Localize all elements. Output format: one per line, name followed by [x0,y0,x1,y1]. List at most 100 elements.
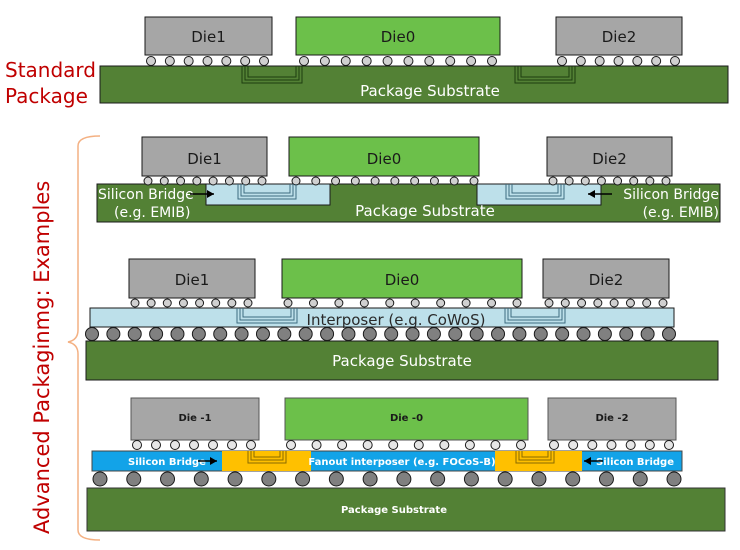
microbump [410,298,420,308]
fanout-interposer-label: Fanout interposer (e.g. FOCoS-B) [308,457,495,468]
interposer-routing [239,308,295,321]
microbump [311,176,321,186]
microbump [227,298,237,308]
die-label: Die -1 [178,413,211,424]
microbump [221,56,232,66]
c4-bump [662,327,676,341]
c4-bump [512,327,527,341]
bridge-routing [247,451,287,464]
microbump [241,176,251,186]
microbump [208,176,218,186]
microbump [587,440,598,450]
microbump [283,298,293,308]
microbump [461,298,471,308]
c4-bump [362,327,377,341]
c4-bump [448,327,463,341]
microbump [632,56,643,66]
microbump [388,440,399,450]
bridge-right-label: Silicon Bridge [596,457,674,468]
c4-bump [531,471,547,487]
microbump [259,56,269,66]
c4-bump [234,327,249,341]
microbump [661,176,671,186]
c4-bump [555,327,570,341]
bridge-routing [240,184,294,197]
microbump [670,56,680,66]
microbump [644,440,655,450]
die-1 [284,397,529,441]
interposer [89,307,675,328]
microbump [286,440,296,450]
microbump [390,176,400,186]
die-2 [547,397,677,441]
microbump [410,176,420,186]
die-label: Die0 [367,150,402,168]
c4-bump [597,327,612,341]
substrate-routing [517,66,573,81]
microbump [464,440,475,450]
microbump [575,56,586,66]
microbump [516,440,526,450]
die-label: Die1 [187,150,222,168]
microbump [308,298,318,308]
c4-bump [497,471,513,487]
microbump [162,298,172,308]
c4-bump [362,471,378,487]
microbump [606,440,617,450]
microbump [577,298,587,308]
standard-package-label-line2: Package [5,84,88,108]
interposer-routing [242,308,292,318]
substrate-label: Package Substrate [355,202,495,220]
bridge-routing [515,451,555,464]
microbump [487,56,497,66]
bridge-left-arrow-head [210,457,217,465]
microbump [568,440,579,450]
microbump [334,298,344,308]
microbump [311,440,322,450]
c4-bump [328,471,344,487]
c4-bump [149,327,164,341]
c4-bump [396,471,412,487]
die-0 [141,136,268,177]
bridge-left-sublabel: (e.g. EMIB) [114,205,190,221]
microbump [613,176,623,186]
microbump [240,56,251,66]
microbump [192,176,202,186]
microbump [560,298,570,308]
c4-bump [298,327,313,341]
microbump [130,298,140,308]
microbump [445,56,456,66]
microbump [211,298,221,308]
microbump [164,56,175,66]
die-label: Die1 [191,28,226,46]
microbump [382,56,393,66]
microbump [557,56,567,66]
die-label: Die2 [592,150,627,168]
c4-bump [640,327,655,341]
c4-bump [106,327,121,341]
die-2 [555,16,683,56]
microbump [436,298,446,308]
die-label: Die2 [589,271,624,289]
substrate-routing [520,66,570,78]
microbump [331,176,341,186]
microbump [651,56,662,66]
c4-bump [430,471,446,487]
substrate-routing [241,66,303,84]
bridge-routing [511,184,559,194]
c4-bump [127,327,142,341]
microbump [243,298,253,308]
microbump [564,176,574,186]
c4-bump [405,327,420,341]
die-label: Die -2 [595,413,628,424]
advanced-packaging-label: Advanced Packaginmg: Examples [30,181,54,534]
c4-bump [576,327,591,341]
microbump [594,56,605,66]
die-label: Die0 [385,271,420,289]
microbump [449,176,459,186]
microbump [246,440,256,450]
microbump [544,298,554,308]
interposer-routing [507,308,563,321]
